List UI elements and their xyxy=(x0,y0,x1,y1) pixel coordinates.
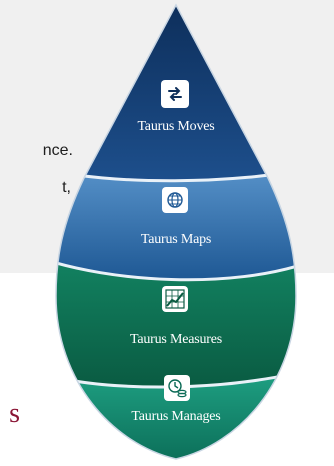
transfer-arrows-icon xyxy=(161,80,189,108)
clock-coins-icon xyxy=(164,375,190,401)
globe-icon xyxy=(162,187,188,213)
layer-label-moves: Taurus Moves xyxy=(137,119,215,134)
layer-3-shape xyxy=(56,246,296,388)
bar-chart-icon xyxy=(162,286,188,312)
layer-label-measures: Taurus Measures xyxy=(129,332,223,347)
side-text-line-1: nce. xyxy=(42,142,73,159)
layer-2-shape xyxy=(56,156,296,280)
layer-label-manages: Taurus Manages xyxy=(131,409,221,424)
layer-label-maps: Taurus Maps xyxy=(140,232,212,247)
side-text-line-2: t, xyxy=(62,179,71,196)
partial-heading-letter: s xyxy=(9,398,20,429)
